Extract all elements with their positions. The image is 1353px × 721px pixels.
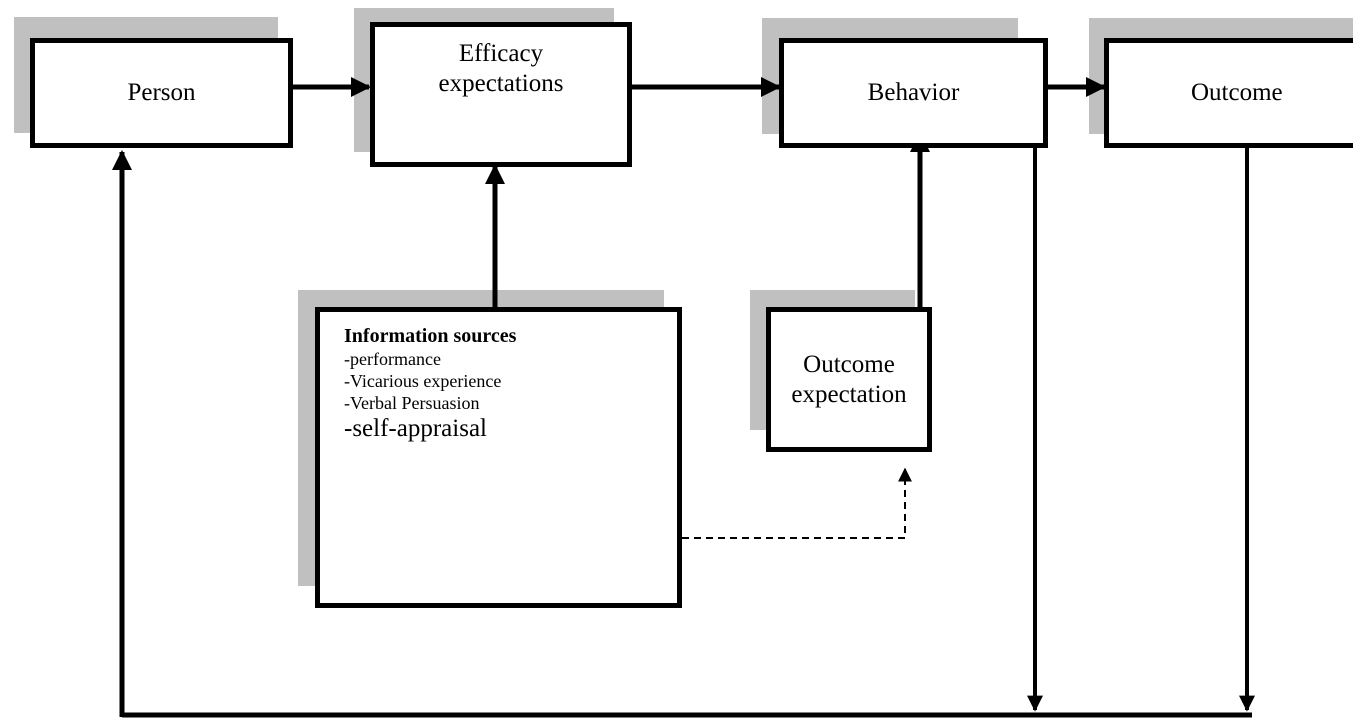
outcome-expectation-box: Outcome expectation <box>766 307 932 452</box>
outcome-label: Outcome <box>1191 79 1283 106</box>
person-box: Person <box>30 38 293 148</box>
information-source-item: -Vicarious experience <box>344 371 502 391</box>
information-source-item: -performance <box>344 349 441 369</box>
outcome-expectation-label: Outcome expectation <box>791 350 907 408</box>
information-sources-heading: Information sources <box>344 325 517 347</box>
behavior-label: Behavior <box>867 79 960 106</box>
information-sources-box: Information sources -performance -Vicari… <box>315 307 682 608</box>
information-source-item: -Verbal Persuasion <box>344 393 480 413</box>
efficacy-expectations-box: Efficacy expectations <box>370 22 632 167</box>
behavior-box: Behavior <box>779 38 1048 148</box>
dashed-arrow-information-to-outcome-expectation <box>682 467 912 539</box>
outcome-box: Outcome <box>1104 38 1353 148</box>
efficacy-expectations-label: Efficacy expectations <box>438 40 564 97</box>
person-label: Person <box>127 79 196 106</box>
information-source-item: -self-appraisal <box>344 415 487 442</box>
